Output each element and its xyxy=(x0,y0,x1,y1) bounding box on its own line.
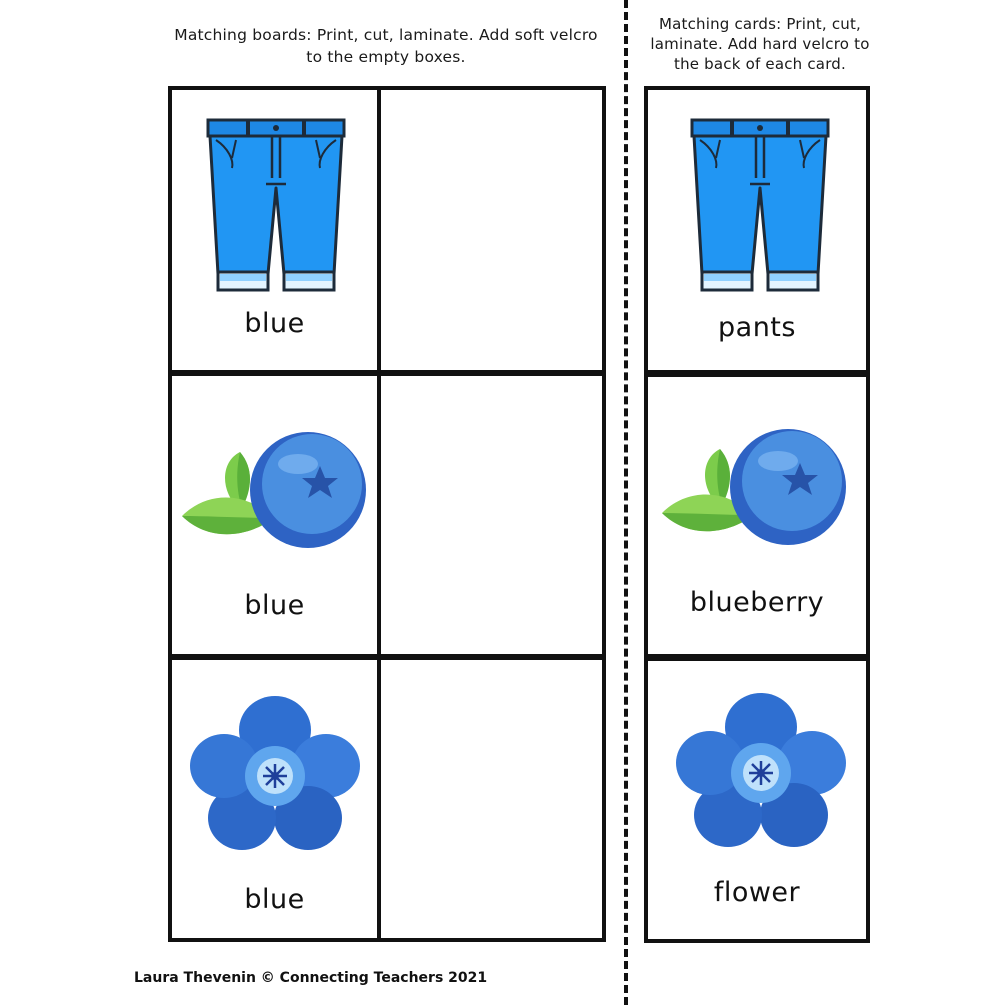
card-label: flower xyxy=(713,877,801,908)
card-flower[interactable]: flower xyxy=(648,661,866,939)
velcro-empty-box[interactable] xyxy=(381,90,602,370)
cut-line-divider xyxy=(624,0,628,1005)
copyright-footer: Laura Thevenin © Connecting Teachers 202… xyxy=(134,970,488,986)
card-divider xyxy=(648,654,866,661)
card-blueberry[interactable]: blueberry xyxy=(648,377,866,654)
board-picture-cell-flower: blue xyxy=(172,660,377,938)
blueberry-icon xyxy=(180,432,370,552)
velcro-empty-box[interactable] xyxy=(381,660,602,938)
board-row-divider xyxy=(172,654,602,660)
card-label: blueberry xyxy=(689,587,825,618)
matching-board: blue blue blue xyxy=(168,86,606,942)
board-column-divider xyxy=(377,90,381,938)
card-divider xyxy=(648,370,866,377)
board-instructions: Matching boards: Print, cut, laminate. A… xyxy=(174,26,598,66)
matching-cards: pants blueberry flower xyxy=(644,86,870,943)
pants-icon xyxy=(206,118,346,293)
board-row-divider xyxy=(172,370,602,376)
card-pants[interactable]: pants xyxy=(648,90,866,370)
blueberry-icon xyxy=(660,429,850,549)
flower-icon xyxy=(190,694,360,854)
board-label: blue xyxy=(244,590,305,621)
board-label: blue xyxy=(244,884,305,915)
board-picture-cell-blueberry: blue xyxy=(172,376,377,654)
board-picture-cell-pants: blue xyxy=(172,90,377,370)
board-label: blue xyxy=(244,308,305,339)
card-label: pants xyxy=(718,312,796,343)
velcro-empty-box[interactable] xyxy=(381,376,602,654)
cards-instructions: Matching cards: Print, cut, laminate. Ad… xyxy=(650,15,870,73)
pants-icon xyxy=(690,118,830,293)
flower-icon xyxy=(676,691,846,851)
